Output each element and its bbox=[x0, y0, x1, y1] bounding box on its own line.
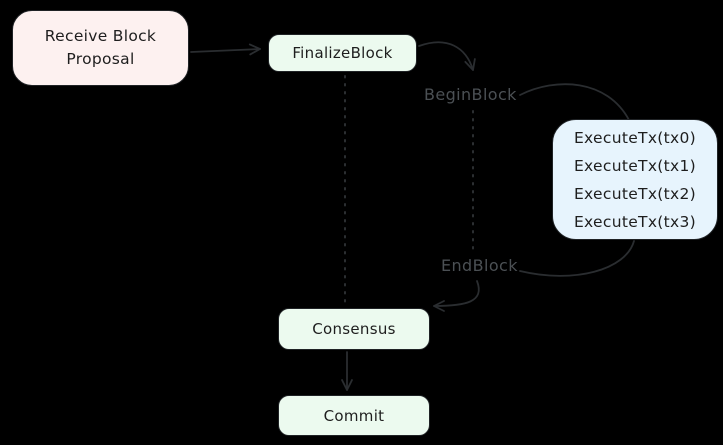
execute-tx-line-3: ExecuteTx(tx3) bbox=[573, 212, 697, 231]
curve-beginblock-to-execute bbox=[519, 83, 630, 121]
node-receive-block-proposal: Receive Block Proposal bbox=[12, 10, 189, 86]
node-finalize-label: FinalizeBlock bbox=[292, 44, 393, 62]
node-finalize-block: FinalizeBlock bbox=[268, 34, 417, 72]
execute-tx-line-0: ExecuteTx(tx0) bbox=[573, 128, 697, 147]
node-commit: Commit bbox=[278, 395, 430, 436]
curve-execute-to-endblock bbox=[519, 240, 635, 277]
arrow-finalize-to-beginblock bbox=[418, 41, 476, 71]
node-execute-tx: ExecuteTx(tx0) ExecuteTx(tx1) ExecuteTx(… bbox=[552, 119, 718, 240]
node-commit-label: Commit bbox=[323, 406, 385, 425]
arrow-endblock-to-consensus bbox=[433, 280, 480, 312]
node-consensus: Consensus bbox=[278, 308, 430, 350]
edge-label-endblock: EndBlock bbox=[441, 256, 518, 275]
node-receive-label-line1: Receive Block bbox=[44, 26, 157, 45]
edge-label-beginblock: BeginBlock bbox=[424, 85, 517, 104]
execute-tx-line-1: ExecuteTx(tx1) bbox=[573, 156, 697, 175]
node-receive-label-line2: Proposal bbox=[66, 50, 135, 68]
arrow-receive-to-finalize bbox=[190, 43, 261, 56]
execute-tx-line-2: ExecuteTx(tx2) bbox=[573, 184, 697, 203]
node-consensus-label: Consensus bbox=[312, 320, 396, 338]
